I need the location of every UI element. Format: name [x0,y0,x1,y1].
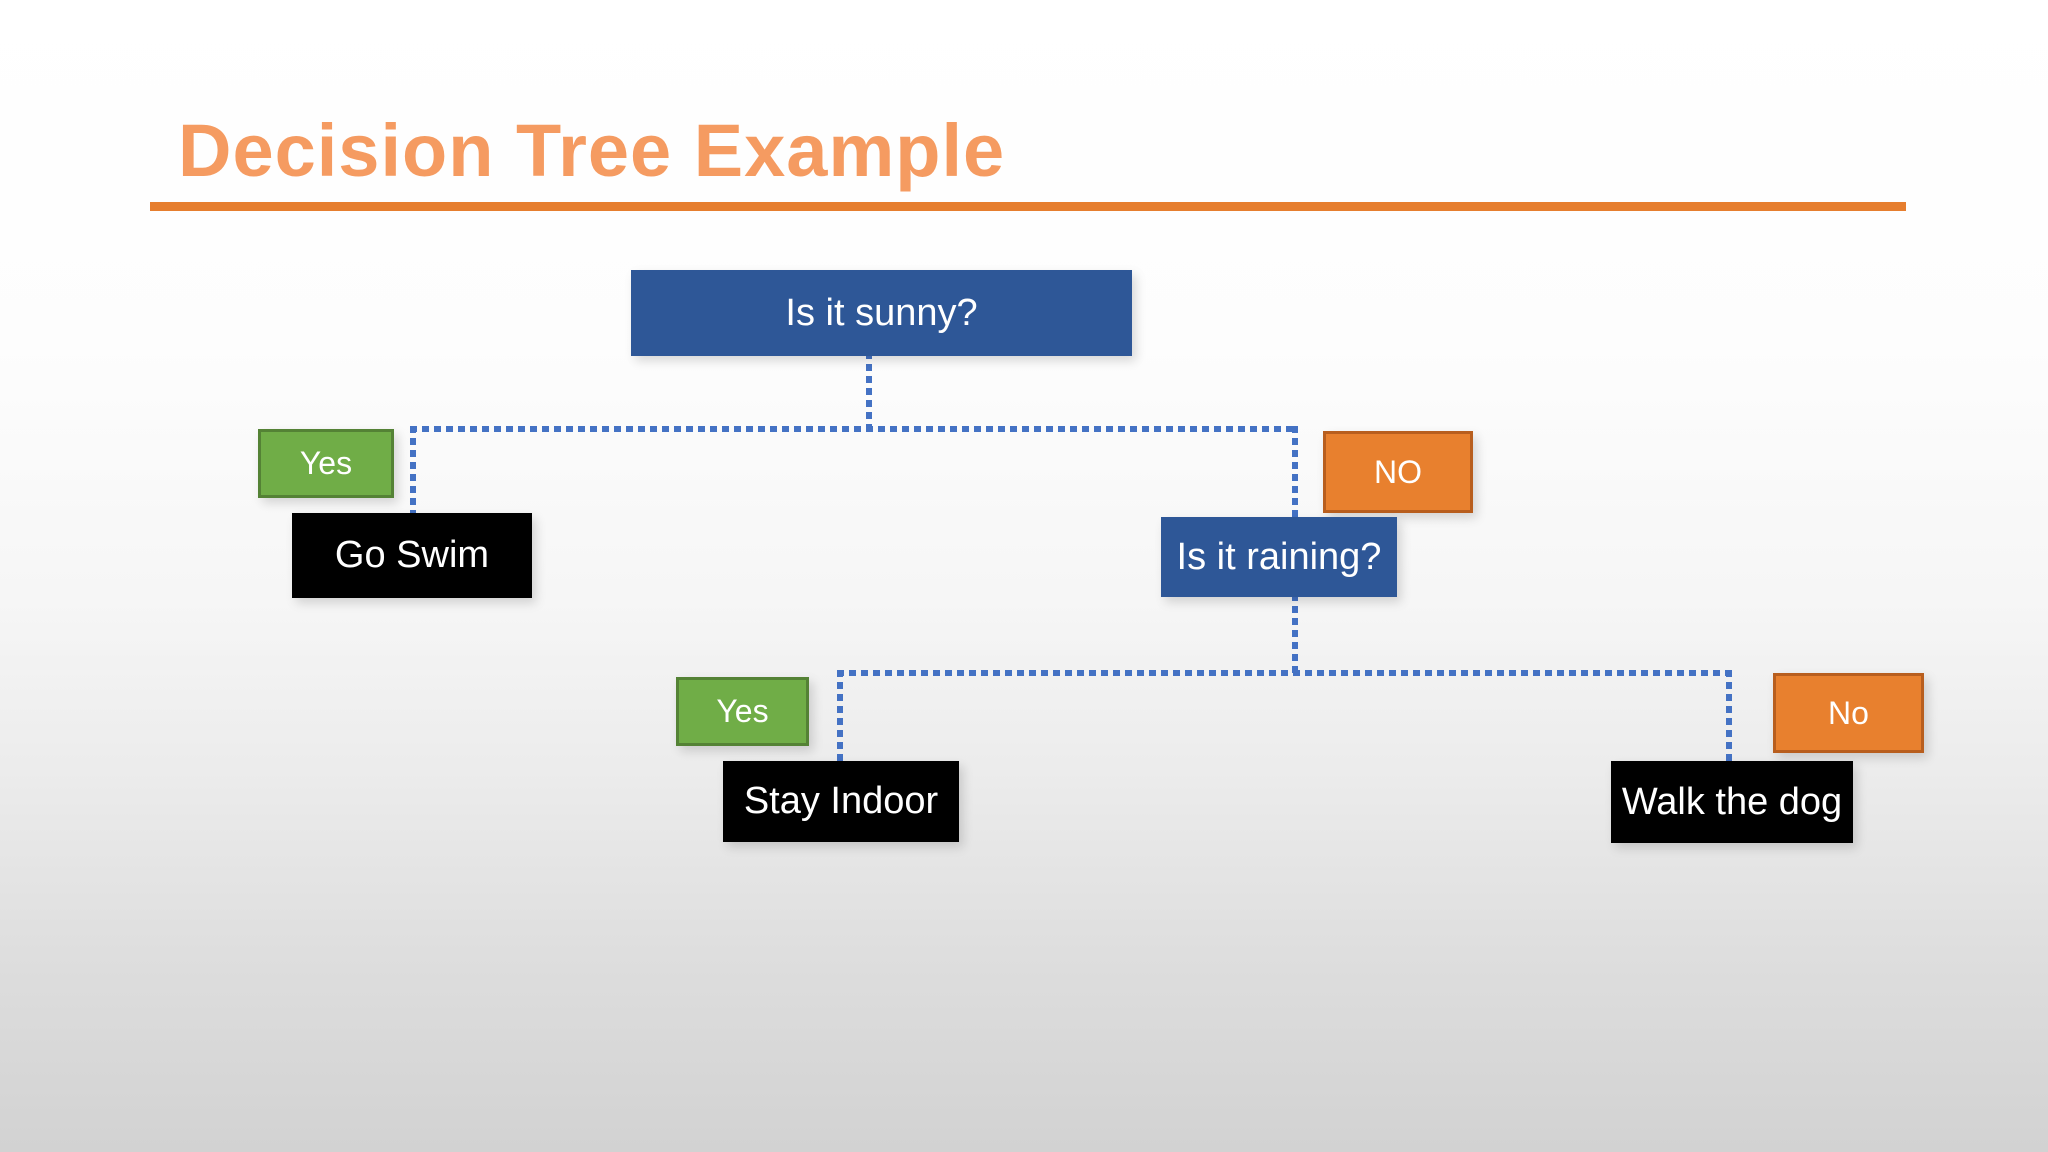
title-underline [150,202,1906,211]
node-label: NO [1374,453,1422,490]
node-label: Yes [716,693,769,729]
node-label: No [1828,694,1869,731]
connector-level2-horizontal [837,670,1732,676]
node-label: Walk the dog [1621,780,1843,823]
node-question-is-it-raining: Is it raining? [1161,517,1397,597]
node-label: Go Swim [334,534,490,576]
connector-level1-left-down [410,426,416,518]
node-action-stay-indoor: Stay Indoor [723,761,959,842]
connector-level2-right-down [1726,670,1732,766]
connector-level1-horizontal [410,426,1298,432]
node-label: Stay Indoor [743,780,939,822]
node-question-is-it-sunny: Is it sunny? [631,270,1132,356]
node-label: Is it sunny? [785,291,978,334]
page-title: Decision Tree Example [178,109,1006,192]
branch-label-no-1: NO [1323,431,1473,513]
node-action-go-swim: Go Swim [292,513,532,598]
node-label: Is it raining? [1176,535,1382,578]
branch-label-yes-2: Yes [676,677,809,746]
connector-root-down [866,352,872,430]
connector-level2-left-down [837,670,843,766]
branch-label-no-2: No [1773,673,1924,753]
node-action-walk-the-dog: Walk the dog [1611,761,1853,843]
branch-label-yes-1: Yes [258,429,394,498]
node-label: Yes [299,445,353,481]
